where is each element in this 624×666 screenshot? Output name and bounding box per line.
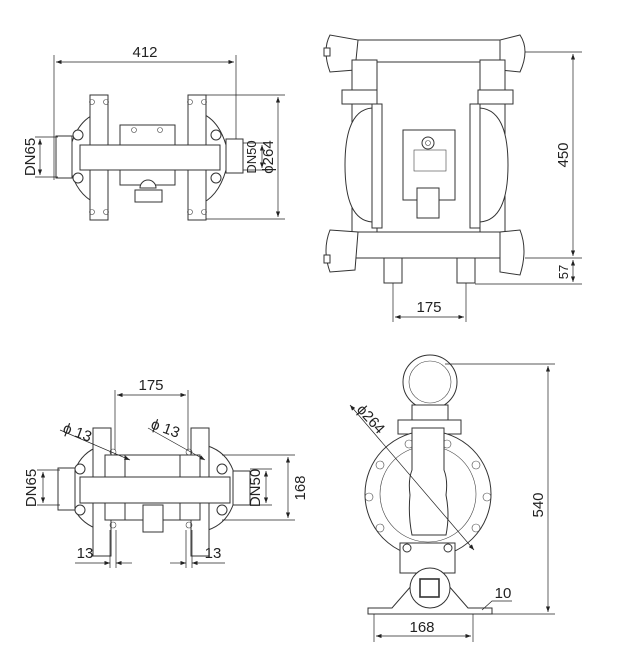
- width-label: 412: [132, 44, 157, 61]
- bottom-view: 175 ϕ 13 ϕ 13 DN65 DN50 168 13 13: [23, 377, 309, 568]
- slot-right-label: 13: [205, 545, 222, 562]
- inlet-label: DN65: [22, 138, 39, 176]
- spacing-label: 175: [138, 377, 163, 394]
- diaphragm-dia-label: ϕ264: [260, 140, 277, 173]
- foot-spacing-label: 175: [416, 299, 441, 316]
- diaphragm-dia-label: ϕ264: [353, 401, 388, 437]
- side-view: ϕ264 540 168 10: [349, 354, 555, 642]
- base-label: 57: [556, 265, 571, 279]
- air-inlet-icon: [421, 136, 435, 150]
- height-label: 540: [530, 492, 547, 517]
- slot-left-label: 13: [77, 545, 94, 562]
- muffler-icon: [142, 504, 164, 533]
- outlet-label: DN50: [247, 469, 264, 507]
- height-label: 450: [555, 142, 572, 167]
- inlet-label: DN65: [23, 469, 40, 507]
- foot-thickness-label: 10: [495, 585, 512, 602]
- muffler-icon: [416, 187, 440, 219]
- front-view: 450 57 175: [323, 34, 582, 322]
- muffler-icon: [134, 189, 163, 203]
- top-view: 412 DN65 DN50 ϕ264: [22, 44, 285, 221]
- foot-width-label: 168: [409, 619, 434, 636]
- depth-label: 168: [292, 475, 309, 500]
- outlet-label: DN50: [244, 140, 259, 173]
- hole-left-label: ϕ 13: [61, 420, 94, 446]
